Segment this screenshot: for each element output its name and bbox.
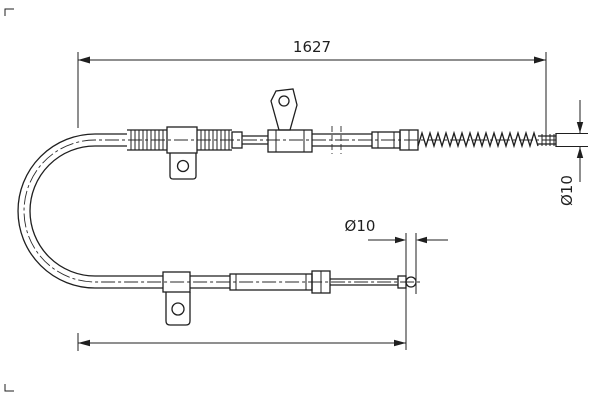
- bracket-hole-upper: [176, 159, 190, 173]
- inner-rod-lower: [330, 278, 398, 286]
- overall-length-label: 1627: [293, 38, 331, 56]
- end-fitting-upper: [371, 129, 419, 151]
- flag-bracket: [267, 88, 313, 153]
- inner-cable-segment: [242, 135, 268, 145]
- lower-cable-run: [95, 270, 417, 326]
- mount-bracket-upper: [166, 126, 198, 180]
- casing-segment-lower: [190, 275, 230, 289]
- dimension-diameter-right: Ø10: [556, 100, 588, 206]
- arrowhead-bottom-right: [394, 339, 406, 347]
- break-marks: [331, 126, 342, 154]
- arrowhead-bottom-left: [78, 339, 90, 347]
- arrowhead-up: [576, 147, 584, 158]
- bellows-boot-left: [127, 129, 167, 151]
- crop-marks: [4, 8, 14, 392]
- upper-cable-run: [95, 88, 557, 180]
- arrowhead-left: [78, 56, 90, 64]
- arrowhead-right-in: [395, 236, 406, 244]
- arrowhead-down: [576, 122, 584, 133]
- diameter-eye-label: Ø10: [345, 217, 376, 235]
- outer-casing-segment: [312, 133, 372, 147]
- bracket-hole-lower: [171, 302, 185, 316]
- cable-centerline: [23, 139, 556, 283]
- diameter-right-label: Ø10: [558, 175, 576, 206]
- outer-sleeve-lower: [229, 270, 331, 294]
- dimension-overall-length: 1627: [77, 38, 547, 134]
- flag-tab: [270, 88, 298, 131]
- arrowhead-left-in: [416, 236, 427, 244]
- bellows-boot-right: [197, 129, 232, 151]
- cable-u-bend: [17, 133, 96, 289]
- coil-spring: [417, 130, 539, 149]
- mount-bracket-lower: [162, 271, 191, 326]
- dimension-bottom: [77, 333, 406, 351]
- flag-tab-hole: [278, 95, 290, 107]
- threaded-rod-end: [538, 133, 557, 147]
- boot-end-cap: [231, 131, 243, 149]
- dimension-diameter-eye: Ø10: [345, 217, 448, 350]
- arrowhead-right: [534, 56, 546, 64]
